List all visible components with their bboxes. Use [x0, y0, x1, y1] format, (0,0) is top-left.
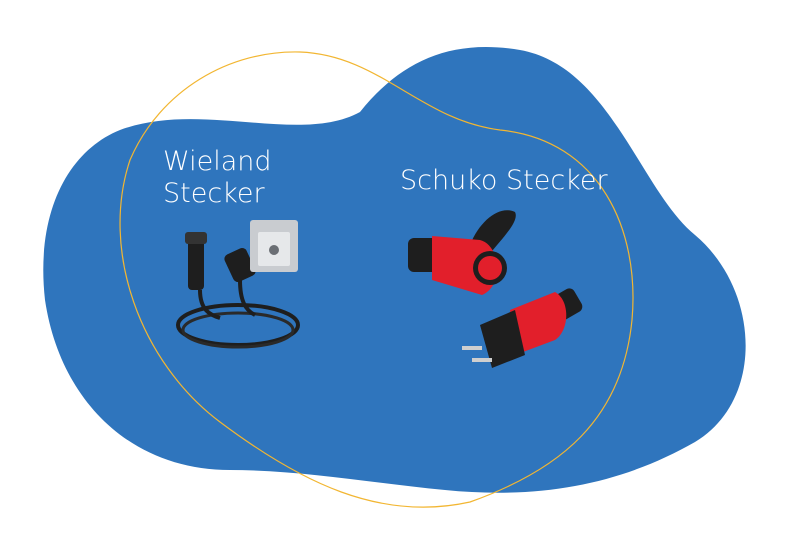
wieland-stecker-label: Wieland Stecker	[163, 146, 272, 210]
wieland-connector-image	[176, 220, 300, 349]
wieland-label-line2: Stecker	[163, 178, 265, 209]
yellow-outline-shape	[119, 51, 634, 508]
schuko-plug-image	[408, 210, 583, 368]
blue-blob-background	[43, 46, 746, 493]
wieland-label-line1: Wieland	[163, 146, 272, 177]
schuko-stecker-label: Schuko Stecker	[400, 165, 608, 196]
